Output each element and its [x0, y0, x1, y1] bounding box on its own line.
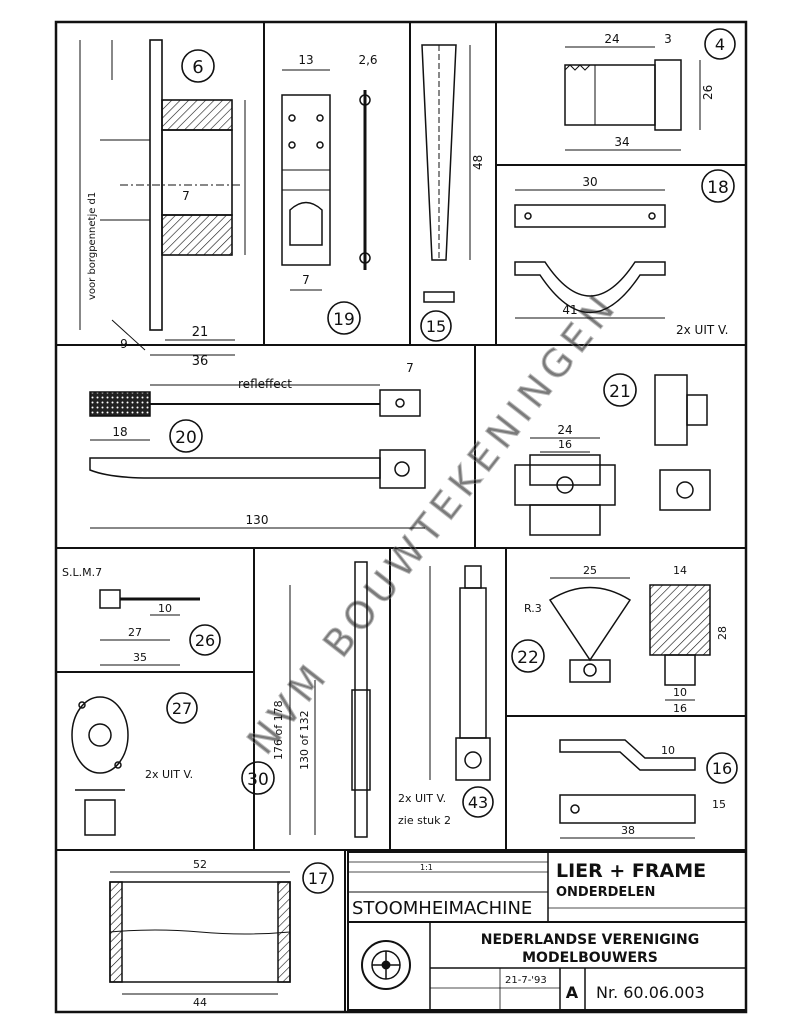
title-org-line2: MODELBOUWERS	[522, 950, 658, 966]
part-16-number: 16	[712, 759, 732, 778]
part-22-dim-10: 10	[673, 686, 687, 699]
part-43-number: 43	[468, 793, 488, 812]
title-sheet-size: A	[566, 983, 579, 1002]
part-22-balloon	[511, 639, 545, 673]
part-26-balloon	[189, 624, 221, 656]
part-6-balloon	[181, 49, 215, 83]
part-43-quantity: 2x UIT V.	[398, 792, 446, 805]
nvm-logo	[361, 940, 411, 990]
part-22-drawing	[548, 577, 711, 701]
part-20-note: refleffect	[238, 377, 292, 391]
part-17-dim-44: 44	[193, 996, 207, 1009]
part-22-dim-r3: R.3	[524, 602, 542, 615]
part-6-side-note: voor borgpennetje d1	[87, 192, 98, 300]
part-17-dim-52: 52	[193, 858, 207, 871]
part-26-material: S.L.M.7	[62, 566, 102, 579]
part-4-dim-26: 26	[701, 85, 715, 100]
title-org-line1: NEDERLANDSE VERENIGING	[481, 932, 699, 948]
part-30-dim-a: 176 of 178	[272, 700, 285, 760]
part-6-dim-36: 36	[192, 354, 209, 369]
part-26-dim-10: 10	[158, 602, 172, 615]
part-17-number: 17	[308, 869, 328, 888]
part-4-balloon	[704, 28, 736, 60]
part-6-drawing	[79, 39, 246, 356]
part-16-dim-10: 10	[661, 744, 675, 757]
part-18-number: 18	[707, 178, 729, 198]
part-26-dim-27: 27	[128, 626, 142, 639]
part-20-balloon	[169, 419, 203, 453]
part-18-dim-30: 30	[582, 175, 597, 189]
title-machine: STOOMHEIMACHINE	[352, 898, 532, 919]
part-17-balloon	[302, 862, 334, 894]
part-26-drawing	[99, 589, 200, 666]
part-21-drawing	[514, 374, 711, 536]
title-subject-line1: LIER + FRAME	[556, 860, 706, 882]
part-22-dim-14: 14	[673, 564, 687, 577]
part-19-number: 19	[333, 310, 355, 330]
part-19-dim-13: 13	[298, 53, 313, 67]
part-18-dim-41: 41	[562, 303, 577, 317]
part-20-dim-18: 18	[112, 425, 127, 439]
part-19-dim-26: 2,6	[358, 53, 377, 67]
part-6-number: 6	[192, 57, 203, 78]
part-30-drawing	[289, 561, 371, 838]
part-16-dim-15: 15	[712, 798, 726, 811]
sheet-frame	[54, 20, 748, 1014]
part-18-balloon	[701, 169, 735, 203]
part-15-balloon	[420, 310, 452, 342]
part-20-number: 20	[175, 428, 197, 448]
part-21-balloon	[603, 373, 637, 407]
part-22-dim-16: 16	[673, 702, 687, 715]
part-20-drawing	[89, 384, 426, 529]
part-22-dim-25: 25	[583, 564, 597, 577]
part-4-number: 4	[715, 35, 725, 54]
part-4-dim-24: 24	[604, 32, 619, 46]
part-21-dim-24: 24	[557, 423, 572, 437]
part-6-dim-7: 7	[182, 189, 190, 203]
part-27-balloon	[166, 692, 198, 724]
panel-dividers	[56, 22, 746, 1012]
part-17-drawing	[109, 871, 291, 995]
part-27-number: 27	[172, 699, 192, 718]
part-26-dim-35: 35	[133, 651, 147, 664]
part-20-dim-7: 7	[406, 361, 414, 375]
title-subject-line2: ONDERDELEN	[556, 885, 655, 900]
part-43-drawing	[429, 565, 491, 781]
part-20-dim-130: 130	[246, 513, 269, 527]
part-21-dim-16: 16	[558, 438, 572, 451]
part-21-number: 21	[609, 382, 631, 402]
title-scale: 1:1	[420, 863, 433, 872]
part-22-number: 22	[517, 648, 539, 668]
part-6-dim-9: 9	[120, 337, 128, 351]
part-43-balloon	[462, 786, 494, 818]
part-43-note: zie stuk 2	[398, 814, 451, 827]
part-15-drawing	[421, 44, 471, 303]
part-4-drawing	[564, 46, 701, 151]
part-22-dim-28: 28	[716, 626, 729, 640]
part-15-number: 15	[426, 317, 446, 336]
title-block	[347, 851, 747, 1011]
title-date: 21-7-'93	[505, 975, 547, 986]
part-30-balloon	[241, 761, 275, 795]
part-16-balloon	[706, 752, 738, 784]
part-6-dim-21: 21	[192, 325, 209, 340]
part-18-drawing	[514, 189, 666, 319]
part-19-balloon	[327, 301, 361, 335]
part-4-dim-3: 3	[664, 32, 672, 46]
part-30-number: 30	[247, 770, 269, 790]
part-4-dim-34: 34	[614, 135, 629, 149]
part-15-dim-48: 48	[471, 155, 485, 170]
part-30-dim-b: 130 of 132	[298, 710, 311, 770]
part-27-quantity: 2x UIT V.	[145, 768, 193, 781]
title-drawing-number: Nr. 60.06.003	[596, 983, 705, 1002]
part-16-dim-38: 38	[621, 824, 635, 837]
part-19-dim-7: 7	[302, 273, 310, 287]
part-19-drawing	[281, 69, 371, 291]
part-26-number: 26	[195, 631, 215, 650]
part-27-drawing	[71, 696, 129, 836]
part-16-drawing	[559, 739, 696, 839]
part-18-quantity: 2x UIT V.	[676, 323, 729, 337]
